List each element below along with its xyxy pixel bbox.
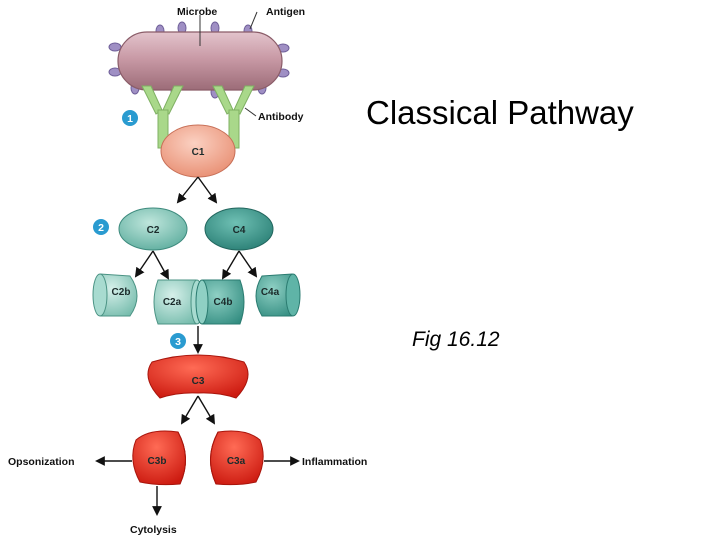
c4a-fragment: C4a	[255, 273, 301, 317]
step-3-badge: 3	[170, 333, 186, 349]
callout-lines	[199, 11, 258, 117]
c4-molecule: C4	[204, 207, 274, 251]
step-1-number: 1	[127, 113, 133, 125]
c3b-fragment: C3b	[132, 430, 186, 486]
c3b-label: C3b	[148, 456, 167, 467]
step-1-badge: 1	[122, 110, 138, 126]
slide-title: Classical Pathway	[366, 94, 634, 131]
c2b-label: C2b	[112, 287, 131, 298]
outcome-arrows	[95, 456, 300, 516]
opsonization-label: Opsonization	[8, 456, 75, 468]
step-2-number: 2	[98, 222, 104, 234]
antibody-label: Antibody	[258, 111, 304, 123]
c4-label: C4	[233, 225, 246, 236]
figure-label: Fig 16.12	[412, 328, 500, 351]
c2a-label: C2a	[163, 297, 182, 308]
inflammation-label: Inflammation	[302, 456, 367, 468]
step-2-badge: 2	[93, 219, 109, 235]
microbe	[108, 21, 290, 99]
c3a-fragment: C3a	[210, 430, 264, 486]
c3-label: C3	[192, 376, 205, 387]
c4b-fragment: C4b	[195, 279, 245, 325]
c2-label: C2	[147, 225, 160, 236]
arrows-c2-c4-split	[134, 250, 258, 280]
c2-molecule: C2	[118, 207, 188, 251]
antigen-label: Antigen	[266, 6, 305, 18]
c4a-label: C4a	[261, 287, 280, 298]
c1-molecule: C1	[160, 124, 236, 178]
arrows-c3-split	[181, 395, 215, 425]
microbe-label: Microbe	[177, 6, 217, 18]
cytolysis-label: Cytolysis	[130, 524, 177, 536]
c4b-label: C4b	[214, 297, 233, 308]
c3-molecule: C3	[147, 354, 249, 399]
c2b-fragment: C2b	[92, 273, 138, 317]
c1-label: C1	[192, 147, 205, 158]
step-3-number: 3	[175, 336, 181, 348]
arrows-c1-split	[176, 176, 218, 204]
antibody-right	[212, 85, 255, 149]
c3a-label: C3a	[227, 456, 246, 467]
